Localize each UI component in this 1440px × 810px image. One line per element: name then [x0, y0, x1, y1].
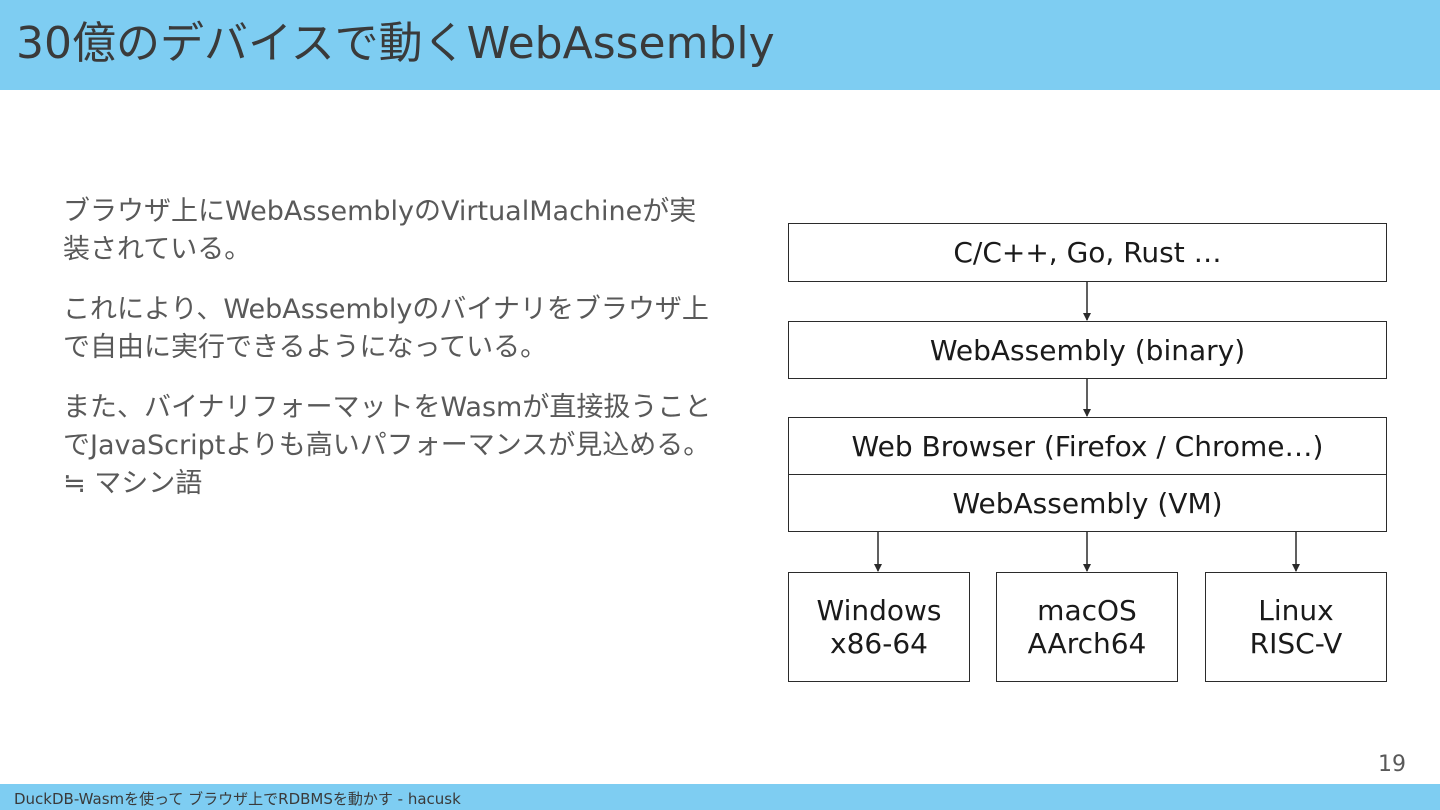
platform-macos-os: macOS: [1037, 594, 1137, 627]
header-bar: 30億のデバイスで動くWebAssembly: [0, 0, 1440, 90]
wasm-binary-box: WebAssembly (binary): [788, 321, 1387, 379]
platform-linux-os: Linux: [1258, 594, 1334, 627]
paragraph-vm-implementation: ブラウザ上にWebAssemblyのVirtualMachineが実装されている…: [63, 196, 697, 265]
source-languages-box: C/C++, Go, Rust …: [788, 223, 1387, 282]
page-number: 19: [1378, 752, 1406, 777]
paragraph-performance: また、バイナリフォーマットをWasmが直接扱うことでJavaScriptよりも高…: [63, 392, 712, 499]
web-browser-box: Web Browser (Firefox / Chrome…): [788, 417, 1387, 475]
footer-bar: DuckDB-Wasmを使って ブラウザ上でRDBMSを動かす - hacusk: [0, 784, 1440, 810]
platform-linux-arch: RISC-V: [1249, 627, 1343, 660]
body-text: ブラウザ上にWebAssemblyのVirtualMachineが実装されている…: [63, 193, 713, 525]
platform-windows-os: Windows: [816, 594, 942, 627]
wasm-vm-box: WebAssembly (VM): [788, 474, 1387, 532]
platform-linux-box: Linux RISC-V: [1205, 572, 1387, 682]
slide-title: 30億のデバイスで動くWebAssembly: [16, 18, 775, 69]
wasm-vm-label: WebAssembly (VM): [952, 486, 1223, 520]
platform-macos-arch: AArch64: [1027, 627, 1147, 660]
platform-windows-box: Windows x86-64: [788, 572, 970, 682]
source-languages-label: C/C++, Go, Rust …: [953, 236, 1222, 269]
platform-macos-box: macOS AArch64: [996, 572, 1178, 682]
paragraph-run-binaries: これにより、WebAssemblyのバイナリをブラウザ上で自由に実行できるように…: [63, 294, 709, 363]
web-browser-label: Web Browser (Firefox / Chrome…): [851, 429, 1324, 463]
wasm-binary-label: WebAssembly (binary): [929, 333, 1246, 367]
platform-windows-arch: x86-64: [830, 627, 928, 660]
footer-text: DuckDB-Wasmを使って ブラウザ上でRDBMSを動かす - hacusk: [14, 790, 461, 808]
